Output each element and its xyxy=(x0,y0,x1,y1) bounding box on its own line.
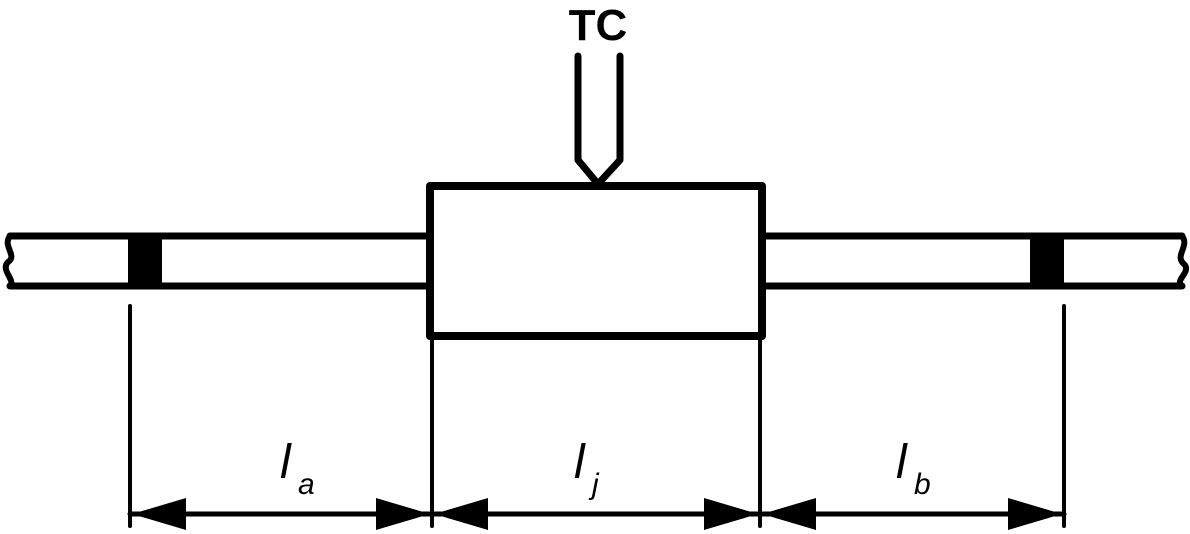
dimension-label-a: l a xyxy=(280,436,315,501)
thermocouple-label: TC xyxy=(569,1,628,50)
arrowhead-a-left xyxy=(132,498,186,530)
arrowhead-a-right xyxy=(376,498,430,530)
dimension-label-j: l j xyxy=(574,436,600,501)
svg-text:b: b xyxy=(914,468,931,501)
svg-text:j: j xyxy=(588,468,600,501)
joint-block xyxy=(426,182,766,340)
arrowhead-j-left xyxy=(434,498,488,530)
thermocouple-wires xyxy=(574,52,624,188)
right-marker-band xyxy=(1030,236,1064,286)
left-rod xyxy=(2,232,434,290)
dimension-label-b: l b xyxy=(896,436,931,501)
svg-text:a: a xyxy=(298,468,315,501)
arrowhead-b-right xyxy=(1008,498,1062,530)
arrowhead-j-right xyxy=(704,498,758,530)
svg-text:l: l xyxy=(280,436,292,489)
left-marker-band xyxy=(128,236,162,286)
right-rod xyxy=(758,232,1189,290)
arrowhead-b-left xyxy=(762,498,816,530)
svg-text:l: l xyxy=(574,436,586,489)
svg-text:l: l xyxy=(896,436,908,489)
